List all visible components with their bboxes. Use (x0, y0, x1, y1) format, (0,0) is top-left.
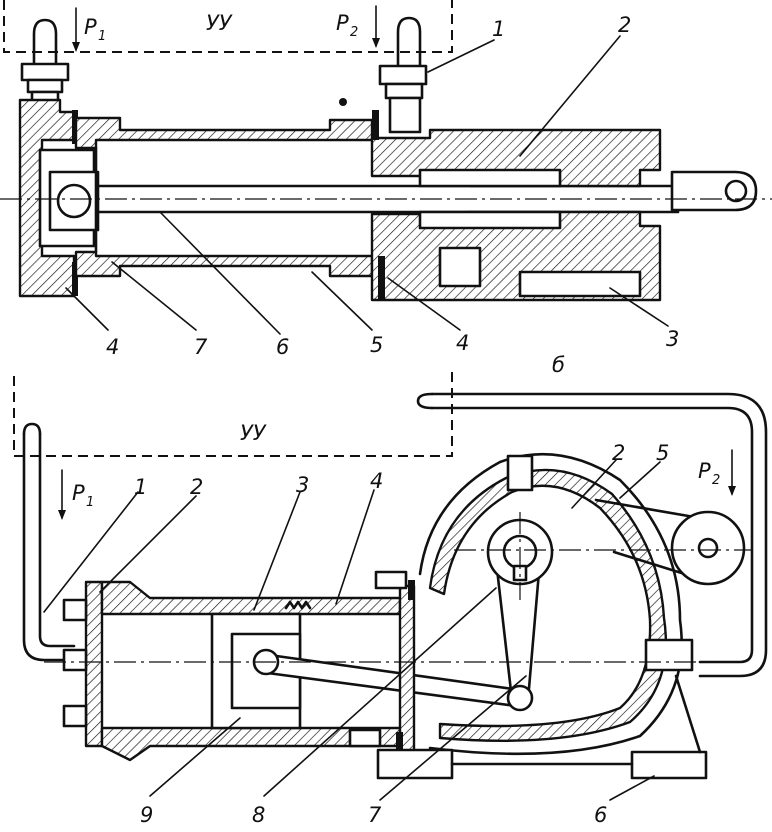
top-callout-3: 3 (666, 327, 679, 351)
top-rod-eye (670, 170, 758, 212)
top-left-end-cap (18, 98, 76, 298)
bottom-cylinder-shell (100, 580, 402, 616)
bottom-callout-2-left: 2 (190, 475, 203, 499)
top-label-p1: P (84, 15, 97, 39)
top-label-p2-sub: 2 (350, 25, 358, 40)
top-callout-4-left: 4 (106, 335, 119, 359)
bottom-callout-5: 5 (656, 441, 669, 465)
top-cylinder-body (74, 116, 374, 150)
bottom-label-tube: б (552, 353, 565, 377)
bottom-foot-right (630, 750, 708, 780)
bottom-callout-2-right: 2 (612, 441, 625, 465)
bottom-callout-3: 3 (296, 473, 309, 497)
bottom-label-p2-sub: 2 (712, 473, 720, 488)
top-label-p1-sub: 1 (98, 29, 106, 44)
top-callout-6: 6 (276, 335, 289, 359)
top-view-cylinder: P 1 УУ P 2 1 2 3 4 4 5 6 7 (0, 0, 772, 359)
top-inlet-fitting-right (378, 16, 428, 134)
top-callout-4-right: 4 (456, 331, 469, 355)
bottom-control-device-boundary (13, 370, 453, 457)
bottom-callout-7: 7 (368, 803, 382, 827)
bottom-view-rotary-actuator: б УУ P 1 P 2 1 2 3 4 2 5 6 7 8 9 (13, 353, 768, 827)
bottom-label-p2: P (698, 459, 711, 483)
bottom-label-p1: P (72, 481, 85, 505)
bottom-label-p1-sub: 1 (86, 495, 94, 510)
bottom-housing-casing (418, 452, 683, 756)
bottom-callout-4: 4 (370, 469, 383, 493)
bottom-tube (430, 406, 754, 664)
top-callout-5: 5 (370, 333, 383, 357)
top-control-device-boundary (3, 0, 453, 53)
bottom-left-tube (22, 432, 76, 662)
top-callout-7: 7 (194, 335, 208, 359)
top-callout-2: 2 (618, 13, 631, 37)
bottom-foot-left (376, 748, 454, 780)
top-label-control-device: УУ (206, 11, 233, 35)
bottom-callout-9: 9 (140, 803, 153, 827)
bottom-end-flange (84, 580, 104, 748)
top-label-p2: P (336, 11, 349, 35)
bottom-label-control-device: УУ (240, 421, 267, 445)
top-callout-1: 1 (492, 17, 505, 41)
bottom-callout-8: 8 (252, 803, 265, 827)
bottom-callout-6: 6 (594, 803, 607, 827)
bottom-callout-1: 1 (134, 475, 147, 499)
